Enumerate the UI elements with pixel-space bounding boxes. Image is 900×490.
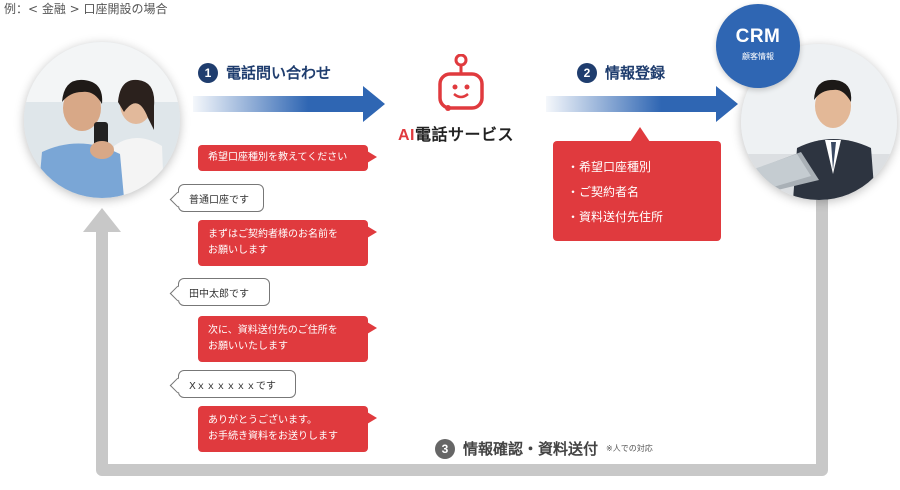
customer-bubble-3: Xｘｘｘｘｘｘです	[178, 370, 296, 398]
step-3-heading: 3 情報確認・資料送付 ※人での対応	[435, 438, 653, 459]
crm-title: CRM	[735, 26, 781, 47]
ai-bubble-2-line1: まずはご契約者様のお名前を	[208, 229, 338, 240]
arrow-step2	[546, 86, 738, 122]
ai-bubble-4: ありがとうございます。 お手続き資料をお送りします	[198, 406, 377, 452]
example-caption: 例：< 金融 > 口座開設の場合	[4, 2, 168, 16]
step-2-number: 2	[577, 62, 597, 83]
ai-bubble-2: まずはご契約者様のお名前を お願いします	[198, 220, 377, 266]
arrow-step1	[193, 86, 385, 122]
customer-bubble-2: 田中太郎です	[178, 278, 270, 306]
step-1-label: 電話問い合わせ	[226, 64, 332, 82]
customer-bubble-1-text: 普通口座です	[189, 194, 249, 206]
logo-ai: AI	[398, 127, 415, 144]
customer-photo	[24, 42, 180, 198]
customer-bubble-1: 普通口座です	[178, 184, 264, 212]
robot-icon	[438, 54, 484, 111]
step-2-label: 情報登録	[605, 64, 666, 82]
ai-bubble-3-line2: お願いいたします	[208, 341, 288, 352]
registered-info-box: ・希望口座種別 ・ご契約者名 ・資料送付先住所	[553, 127, 721, 241]
logo-name: 電話サービス	[415, 125, 515, 144]
step-1-heading: 1 電話問い合わせ	[198, 62, 331, 83]
step-2-heading: 2 情報登録	[577, 62, 665, 83]
step-3-label: 情報確認・資料送付	[463, 440, 599, 458]
step-1-number: 1	[198, 62, 218, 83]
step-3-note: ※人での対応	[606, 444, 653, 453]
ai-service-logo: AI電話サービス	[398, 121, 514, 145]
ai-bubble-3-line1: 次に、資料送付先のご住所を	[208, 325, 338, 336]
ai-bubble-3: 次に、資料送付先のご住所を お願いいたします	[198, 316, 377, 362]
ai-bubble-2-line2: お願いします	[208, 245, 268, 256]
crm-subtitle: 顧客情報	[742, 52, 774, 61]
registered-item: ・資料送付先住所	[567, 210, 664, 224]
ai-bubble-4-line2: お手続き資料をお送りします	[208, 431, 338, 442]
registered-item: ・ご契約者名	[567, 185, 640, 199]
registered-item: ・希望口座種別	[567, 160, 652, 174]
ai-bubble-1: 希望口座種別を教えてください	[198, 145, 377, 171]
customer-bubble-2-text: 田中太郎です	[189, 288, 249, 300]
step-3-number: 3	[435, 438, 455, 459]
ai-bubble-4-line1: ありがとうございます。	[208, 415, 317, 426]
crm-badge: CRM 顧客情報	[716, 4, 800, 88]
ai-bubble-1-text: 希望口座種別を教えてください	[208, 152, 348, 163]
customer-bubble-3-text: Xｘｘｘｘｘｘです	[189, 380, 276, 392]
